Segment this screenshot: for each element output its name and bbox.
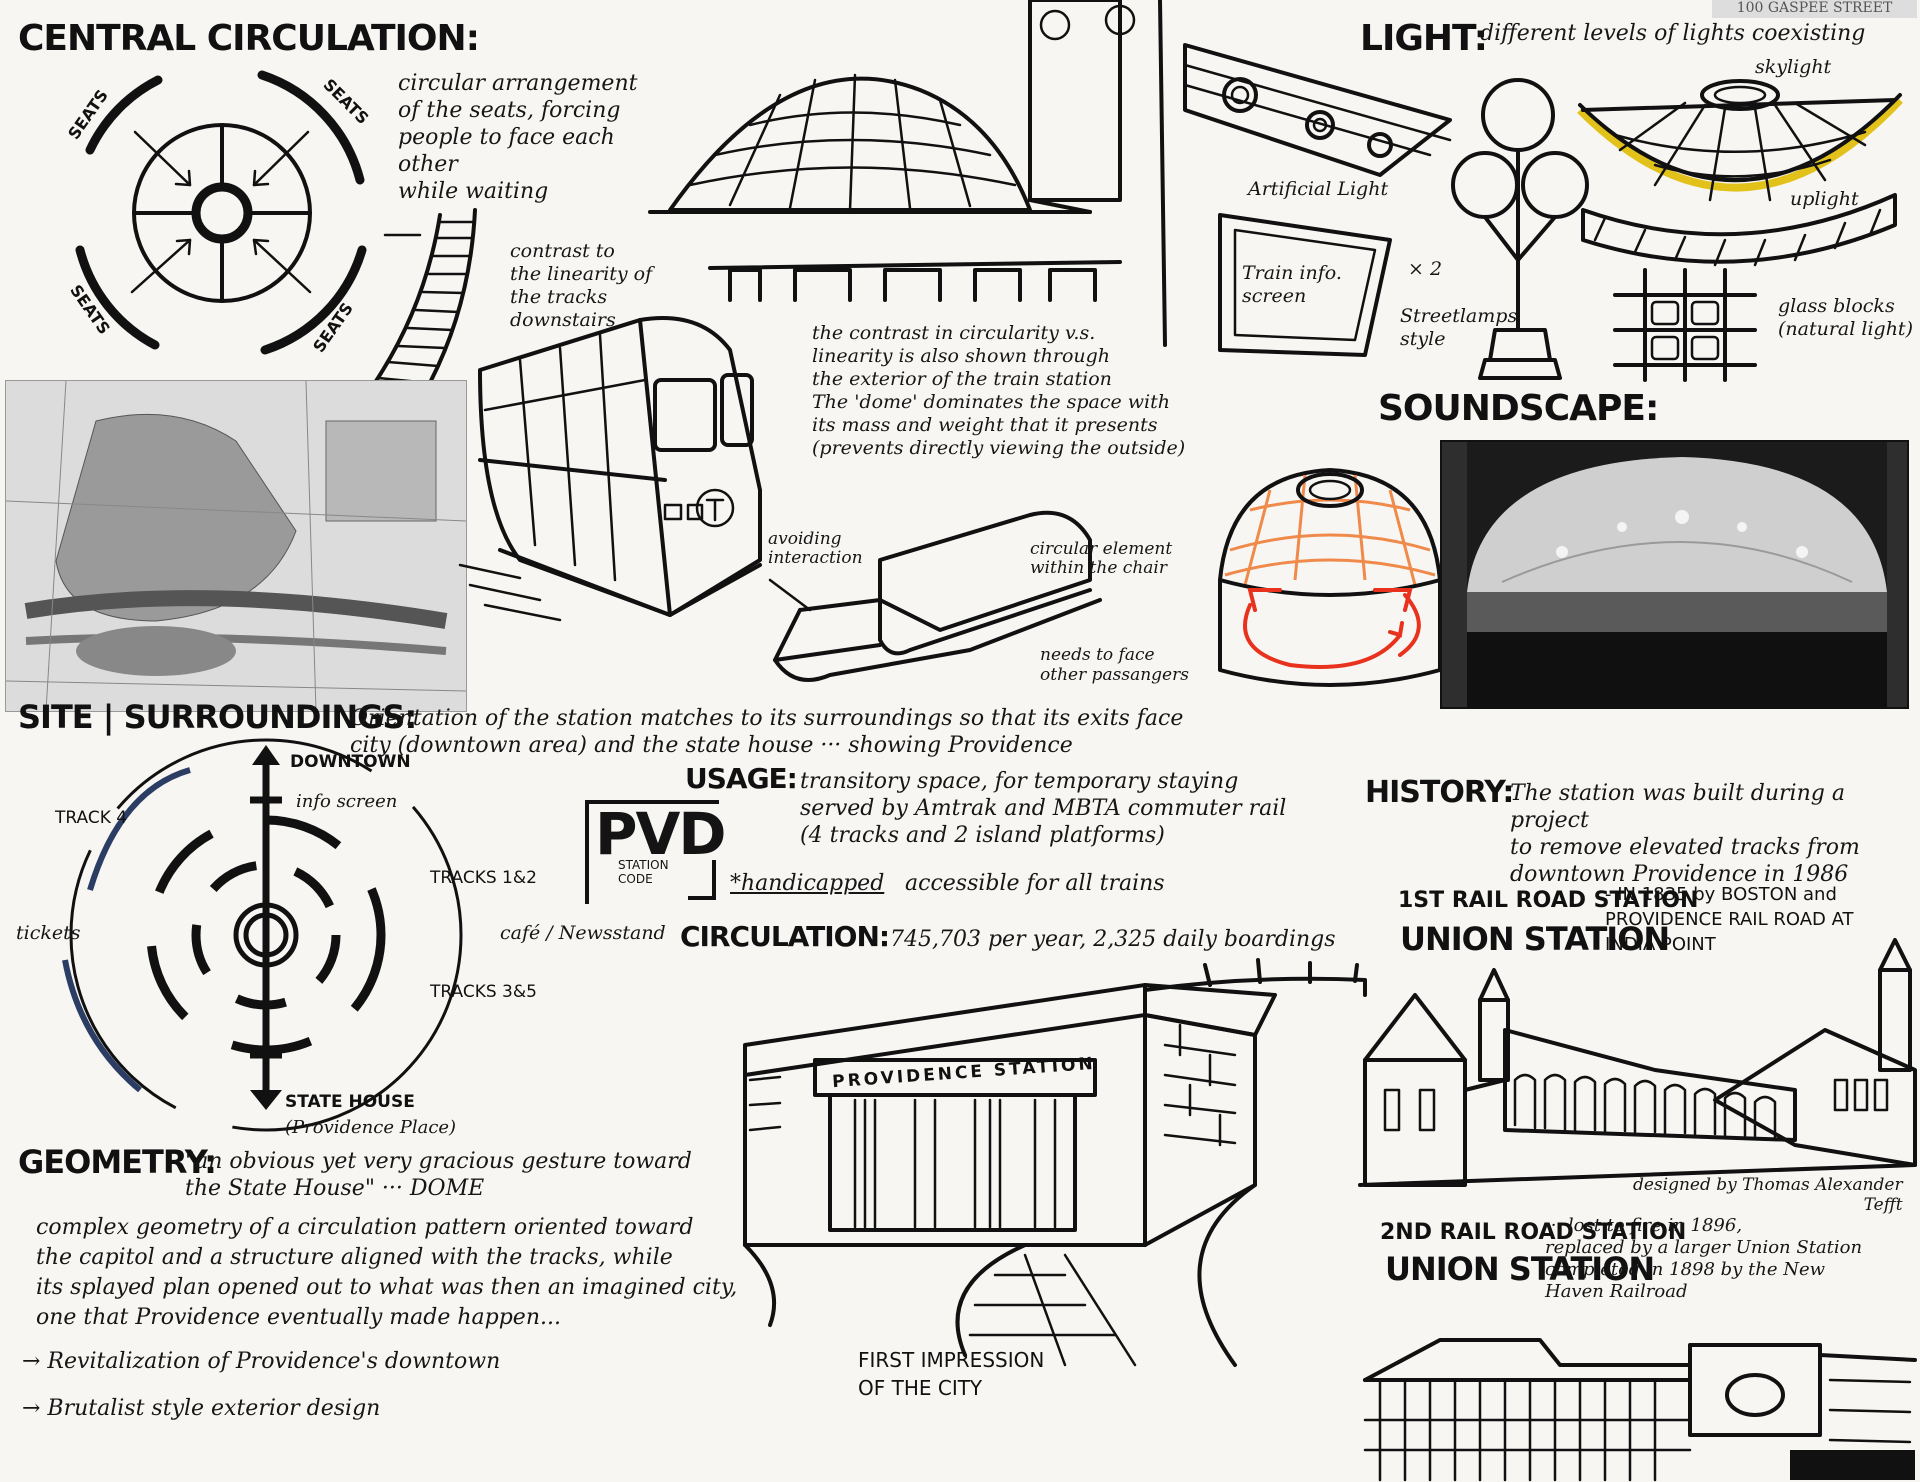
second-station-desc: ··· lost to fire in 1896, replaced by a … (1545, 1215, 1863, 1302)
skylight-sketch (1577, 79, 1903, 267)
designer-note: designed by Thomas Alexander Tefft (1633, 1175, 1903, 1215)
exterior-contrast-note: the contrast in circularity v.s. lineari… (812, 322, 1186, 459)
seating-note: circular arrangement of the seats, forci… (398, 71, 638, 204)
geometry-title: GEOMETRY: (18, 1143, 217, 1181)
cafe-label: café / Newsstand (500, 922, 666, 944)
site-orientation-diagram (62, 738, 463, 1132)
tracks35-label: TRACKS 3&5 (430, 982, 537, 1002)
address-label: 100 GASPEE STREET (1712, 0, 1917, 18)
sound-dome-sketch (1218, 468, 1442, 687)
geometry-point-2: → Brutalist style exterior design (22, 1396, 381, 1421)
geometry-body: complex geometry of a circulation patter… (36, 1215, 738, 1330)
tickets-label: tickets (16, 922, 81, 944)
circulation-title: CIRCULATION: (680, 920, 890, 953)
ceiling-lights-sketch (1183, 43, 1452, 177)
station-code-label: STATION CODE (618, 858, 669, 886)
geometry-quote: "an obvious yet very gracious gesture to… (185, 1149, 692, 1201)
station-dome-sketch (648, 0, 1167, 347)
bench-face-note: needs to face other passangers (1040, 645, 1189, 685)
site-plan-image (5, 380, 467, 712)
light-title: LIGHT: (1360, 18, 1488, 59)
info-screen-label: Train info. screen (1242, 262, 1342, 307)
tracks12-label: TRACKS 1&2 (430, 868, 537, 888)
tracks-contrast-note: contrast to the linearity of the tracks … (510, 240, 653, 331)
streetlamp-sketch (1451, 78, 1589, 380)
glass-blocks-label: glass blocks (natural light) (1778, 295, 1913, 340)
first-impression-caption: FIRST IMPRESSION OF THE CITY (858, 1348, 1045, 1400)
track4-label: TRACK 4 (55, 808, 128, 828)
first-station-rank: 1ST RAIL ROAD STATION (1398, 888, 1699, 913)
light-subtitle: different levels of lights coexisting (1480, 21, 1866, 46)
geometry-point-1: → Revitalization of Providence's downtow… (22, 1349, 501, 1374)
statehouse-label: STATE HOUSE (285, 1092, 415, 1112)
soundscape-title: SOUNDSCAPE: (1378, 388, 1659, 429)
providence-place-label: (Providence Place) (285, 1117, 457, 1138)
site-surroundings-title: SITE | SURROUNDINGS: (18, 698, 417, 736)
second-station-name: UNION STATION (1385, 1250, 1655, 1288)
streetlamps-label: Streetlamps style (1400, 305, 1518, 350)
interior-photo (1440, 440, 1909, 709)
usage-title: USAGE: (685, 762, 798, 795)
site-description: Orientation of the station matches to it… (350, 706, 1184, 758)
first-station-desc: - IN 1835 by BOSTON and PROVIDENCE RAIL … (1605, 884, 1854, 955)
uplight-label: uplight (1790, 188, 1859, 210)
glass-blocks-sketch (1613, 268, 1757, 382)
bench-avoid-note: avoiding interaction (768, 529, 863, 568)
info-screen-site-label: info screen (296, 791, 398, 812)
info-screen-sketch (1218, 213, 1392, 357)
handicapped-note: *handicapped (730, 871, 885, 896)
first-union-station-sketch (1358, 938, 1917, 1187)
central-circulation-title: CENTRAL CIRCULATION: (18, 18, 480, 59)
seating-circle-diagram (75, 70, 422, 355)
downtown-label: DOWNTOWN (290, 752, 411, 772)
station-code: PVD (595, 800, 727, 868)
bench-circular-note: circular element within the chair (1030, 539, 1173, 578)
bench-sketch (768, 510, 1102, 682)
second-station-rank: 2ND RAIL ROAD STATION (1380, 1220, 1687, 1245)
times-two: × 2 (1408, 258, 1443, 280)
first-station-name: UNION STATION (1400, 920, 1670, 958)
circulation-value: 745,703 per year, 2,325 daily boardings (890, 927, 1336, 952)
curved-tracks-sketch (368, 208, 477, 394)
station-code-box-end (688, 860, 716, 900)
history-title: HISTORY: (1365, 775, 1514, 810)
providence-station-facade (743, 958, 1367, 1367)
history-description: The station was built during a project t… (1510, 781, 1860, 887)
skylight-label: skylight (1755, 56, 1832, 78)
artificial-light-label: Artificial Light (1248, 178, 1389, 200)
usage-description: transitory space, for temporary staying … (800, 769, 1287, 848)
station-code-box (585, 800, 719, 904)
train-sketch (458, 316, 762, 622)
accessible-note: accessible for all trains (905, 871, 1165, 896)
second-union-station-sketch (1363, 1338, 1917, 1482)
